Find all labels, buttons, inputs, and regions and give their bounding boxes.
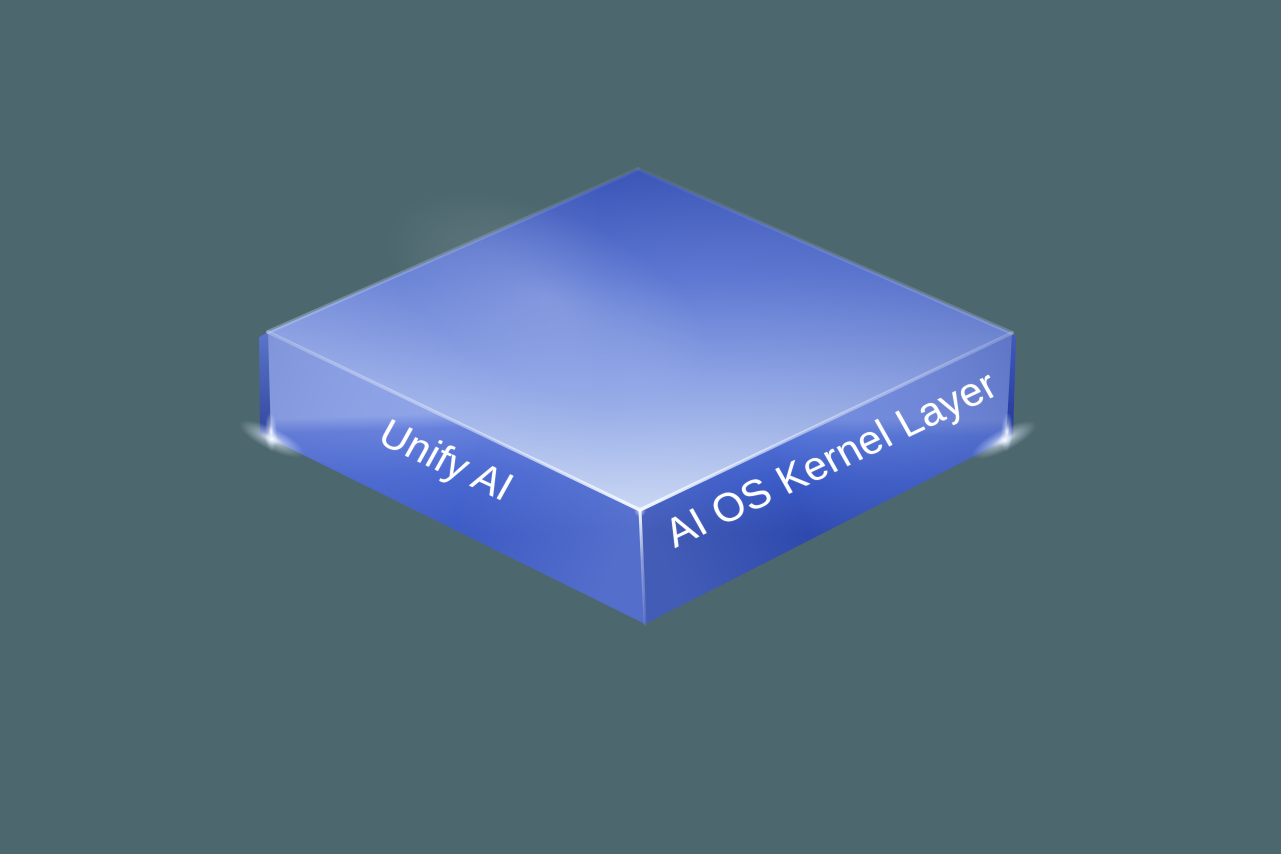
- edge-highlight-front-left: [266, 330, 642, 512]
- slab-right-face: [640, 333, 1012, 624]
- slab-left-edge-face: [259, 332, 271, 439]
- edge-highlights: [266, 167, 1014, 626]
- edge-highlight-back-left: [266, 167, 640, 334]
- corner-flare-front: [634, 505, 646, 517]
- edge-highlight-front-right: [638, 331, 1014, 512]
- corner-flare-left: [239, 412, 305, 458]
- edge-highlight-back-right: [636, 167, 1014, 335]
- edge-highlight-front-vertical: [638, 508, 647, 626]
- corner-flare-right: [971, 412, 1037, 460]
- slab-left-face: [268, 332, 645, 624]
